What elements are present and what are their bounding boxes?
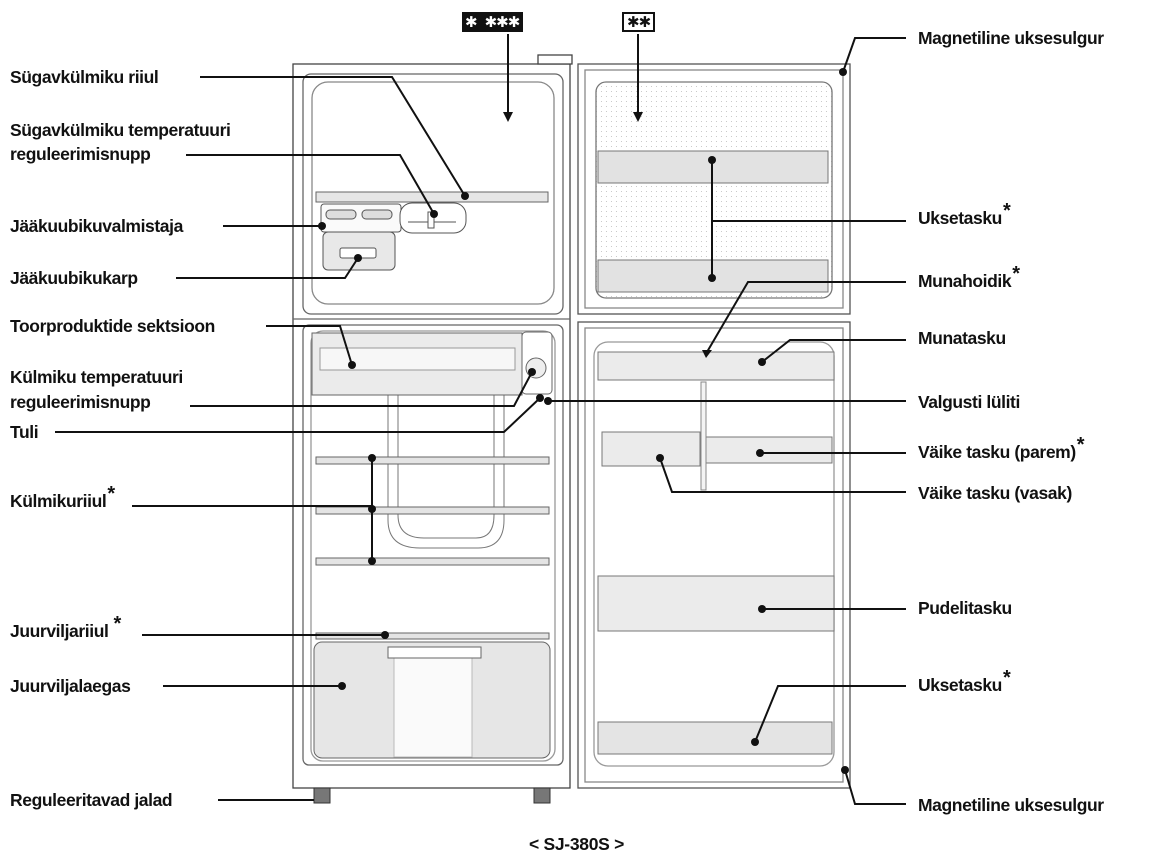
label-small-pocket-right-text: Väike tasku (parem) xyxy=(918,442,1076,462)
freezer-door xyxy=(577,63,851,315)
label-ice-box: Jääkuubikukarp xyxy=(10,268,138,288)
asterisk-mark: * xyxy=(113,613,121,636)
label-chiller-section: Toorproduktide sektsioon xyxy=(10,316,215,336)
label-bottle-pocket: Pudelitasku xyxy=(918,598,1012,618)
label-magnetic-seal-top: Magnetiline uksesulgur xyxy=(918,28,1104,48)
label-ice-maker: Jääkuubikuvalmistaja xyxy=(10,216,183,236)
freezer-temp-knob xyxy=(399,202,467,234)
fridge-door xyxy=(577,321,851,789)
label-egg-pocket: Munatasku xyxy=(918,328,1006,348)
freezer-rating-badge-left: ✱ ✱✱✱ xyxy=(462,11,524,33)
freezer-shelf xyxy=(315,191,549,203)
chiller-section xyxy=(311,331,553,396)
label-light: Tuli xyxy=(10,422,39,442)
label-door-pocket-bottom: Uksetasku* xyxy=(918,668,1011,696)
label-fridge-temp-line2: reguleerimisnupp xyxy=(10,392,151,412)
label-vegetable-shelf-text: Juurviljariiul xyxy=(10,621,109,641)
label-freezer-temp-line2: reguleerimisnupp xyxy=(10,144,151,164)
ice-maker xyxy=(320,203,402,271)
two-star-icon: ✱✱ xyxy=(622,12,656,32)
label-vegetable-shelf: Juurviljariiul* xyxy=(10,614,121,642)
fridge-back-channel xyxy=(387,334,505,549)
leader-arrowheads xyxy=(503,112,712,358)
label-fridge-temp-line1: Külmiku temperatuuri xyxy=(10,367,183,387)
label-adjustable-feet: Reguleeritavad jalad xyxy=(10,790,173,810)
asterisk-mark: * xyxy=(1002,200,1011,223)
label-fridge-shelf-text: Külmikuriiul xyxy=(10,491,107,511)
label-vegetable-case: Juurviljalaegas xyxy=(10,676,131,696)
label-door-pocket-bottom-text: Uksetasku xyxy=(918,675,1002,695)
vegetable-case xyxy=(313,641,551,759)
asterisk-mark: * xyxy=(107,483,115,506)
label-egg-holder-text: Munahoidik xyxy=(918,271,1012,291)
label-egg-holder: Munahoidik* xyxy=(918,264,1020,292)
label-door-pocket-top: Uksetasku* xyxy=(918,201,1011,229)
leader-dots xyxy=(318,68,849,774)
label-door-pocket-top-text: Uksetasku xyxy=(918,208,1002,228)
label-magnetic-seal-bottom: Magnetiline uksesulgur xyxy=(918,795,1104,815)
label-small-pocket-left: Väike tasku (vasak) xyxy=(918,483,1072,503)
label-freezer-shelf: Sügavkülmiku riiul xyxy=(10,67,159,87)
label-fridge-shelf: Külmikuriiul* xyxy=(10,484,115,512)
asterisk-mark: * xyxy=(1002,667,1011,690)
adjustable-feet xyxy=(313,787,551,804)
asterisk-mark: * xyxy=(1076,434,1085,457)
freezer-rating-badge-right: ✱✱ xyxy=(622,11,656,33)
fridge-shelves xyxy=(315,456,550,640)
label-freezer-temp-line1: Sügavkülmiku temperatuuri xyxy=(10,120,231,140)
asterisk-mark: * xyxy=(1012,263,1020,286)
label-light-switch: Valgusti lüliti xyxy=(918,392,1020,412)
label-small-pocket-right: Väike tasku (parem)* xyxy=(918,435,1085,463)
three-star-icon: ✱✱✱ xyxy=(480,12,524,32)
snowflake-icon: ✱ xyxy=(462,12,481,32)
model-caption: < SJ-380S > xyxy=(529,834,624,854)
